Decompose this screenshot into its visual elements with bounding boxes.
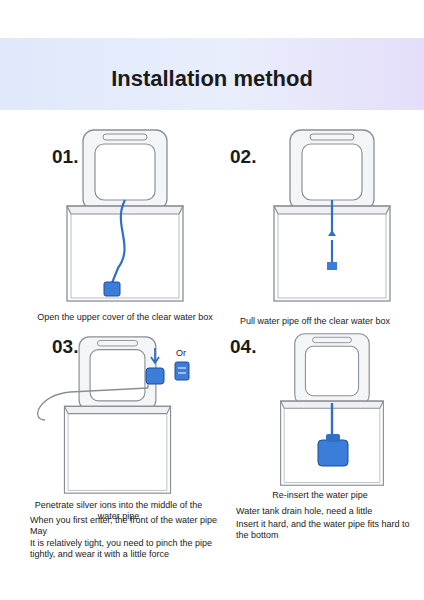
step-number: 03.: [52, 336, 112, 359]
step-caption: Pull water pipe off the clear water box: [215, 316, 415, 327]
step-note: It is relatively tight, you need to pinc…: [30, 538, 225, 560]
step-number: 04.: [230, 336, 290, 359]
step-number: 01.: [52, 146, 112, 169]
step-note: Water tank drain hole, need a little: [236, 506, 416, 517]
page-title: Installation method: [0, 66, 424, 92]
step-caption: Open the upper cover of the clear water …: [35, 312, 215, 323]
alternative-note: Or: [176, 348, 196, 359]
step-note: When you first enter, the front of the w…: [30, 515, 225, 537]
step-number: 02.: [230, 146, 290, 169]
step-note: Insert it hard, and the water pipe fits …: [236, 519, 416, 541]
step-caption: Re-insert the water pipe: [225, 490, 415, 501]
